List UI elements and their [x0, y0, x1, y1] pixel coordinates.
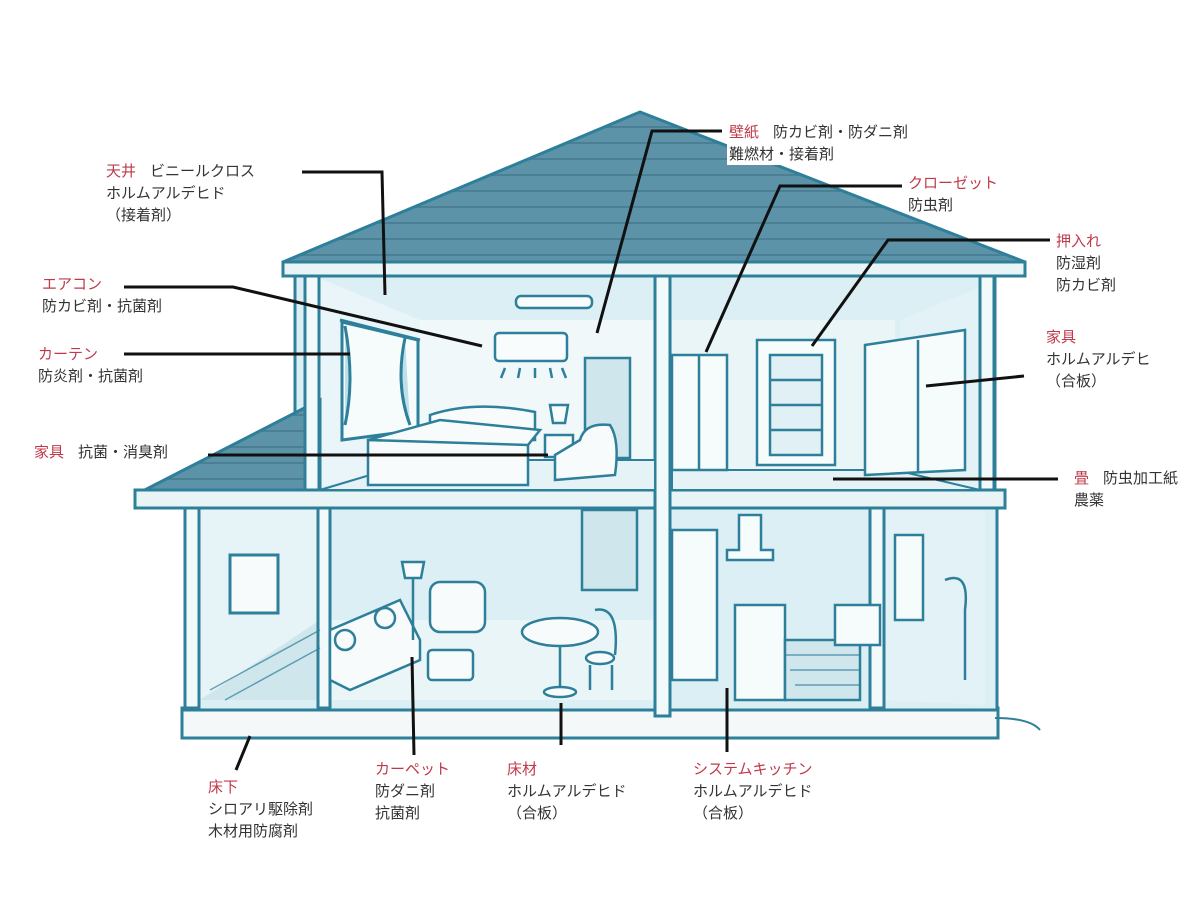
dining-table	[520, 616, 600, 699]
armchair	[428, 580, 487, 634]
label-furniture-left: 家具抗菌・消臭剤	[34, 443, 169, 461]
dining-chair	[584, 608, 617, 690]
oshiire	[755, 338, 837, 467]
closet	[670, 353, 729, 472]
picture-frame	[228, 553, 280, 615]
air-conditioner	[493, 294, 594, 379]
leader-lines	[124, 129, 1058, 771]
window-curtain	[339, 318, 421, 442]
label-flooring: 床材 ホルムアルデヒド （合板）	[507, 760, 627, 822]
label-aircon: エアコン 防カビ剤・抗菌剤	[42, 275, 163, 315]
wardrobe	[863, 328, 967, 477]
bathroom	[833, 533, 968, 680]
label-wallpaper: 壁紙防カビ剤・防ダニ剤 難燃材・接着剤	[727, 121, 911, 165]
label-furniture-right: 家具 ホルムアルデヒ （合板）	[1046, 328, 1151, 390]
label-curtain: カーテン 防炎剤・抗菌剤	[38, 345, 144, 385]
floor-lamp	[400, 560, 426, 640]
label-ceiling: 天井ビニールクロス ホルムアルデヒド （接着剤）	[106, 162, 256, 224]
coffee-table	[426, 648, 475, 682]
sofa	[328, 598, 422, 692]
bed	[366, 405, 543, 487]
label-tatami: 畳防虫加工紙 農薬	[1074, 469, 1179, 509]
label-underfloor: 床下 シロアリ駆除剤 木材用防腐剤	[208, 778, 314, 840]
bedroom-chair	[543, 403, 618, 482]
foundation	[180, 706, 1000, 740]
label-carpet: カーペット 防ダニ剤 抗菌剤	[375, 760, 451, 822]
label-closet: クローゼット 防虫剤	[908, 174, 999, 214]
ground-door	[580, 508, 639, 592]
label-kitchen: システムキッチン ホルムアルデヒド （合板）	[693, 760, 813, 822]
label-oshiire: 押入れ 防湿剤 防カビ剤	[1056, 232, 1117, 294]
